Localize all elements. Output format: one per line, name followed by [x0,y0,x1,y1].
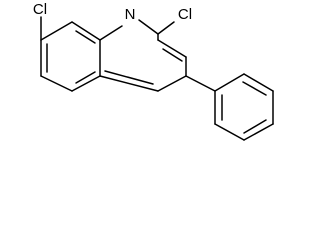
bond [243,119,267,134]
bond [157,75,187,92]
atom-label-cl-right: Cl [178,6,192,23]
bond [99,75,159,92]
bond [157,21,175,35]
bond [185,75,216,92]
bond [75,30,96,44]
bond [99,25,123,41]
bond [71,21,101,41]
bond [243,123,274,141]
bond [214,73,245,92]
bond [214,123,245,141]
bond [71,75,101,92]
bond [162,48,183,62]
bond [75,71,96,84]
bond [243,73,274,92]
chemical-structure: Cl N Cl [33,1,274,141]
bond [242,81,267,96]
atom-label-nitrogen: N [125,6,136,23]
atom-label-cl-left: Cl [33,1,47,18]
bond [138,19,159,35]
bond [40,75,73,92]
bond [104,70,154,85]
bond [157,39,187,58]
bond [40,21,73,41]
